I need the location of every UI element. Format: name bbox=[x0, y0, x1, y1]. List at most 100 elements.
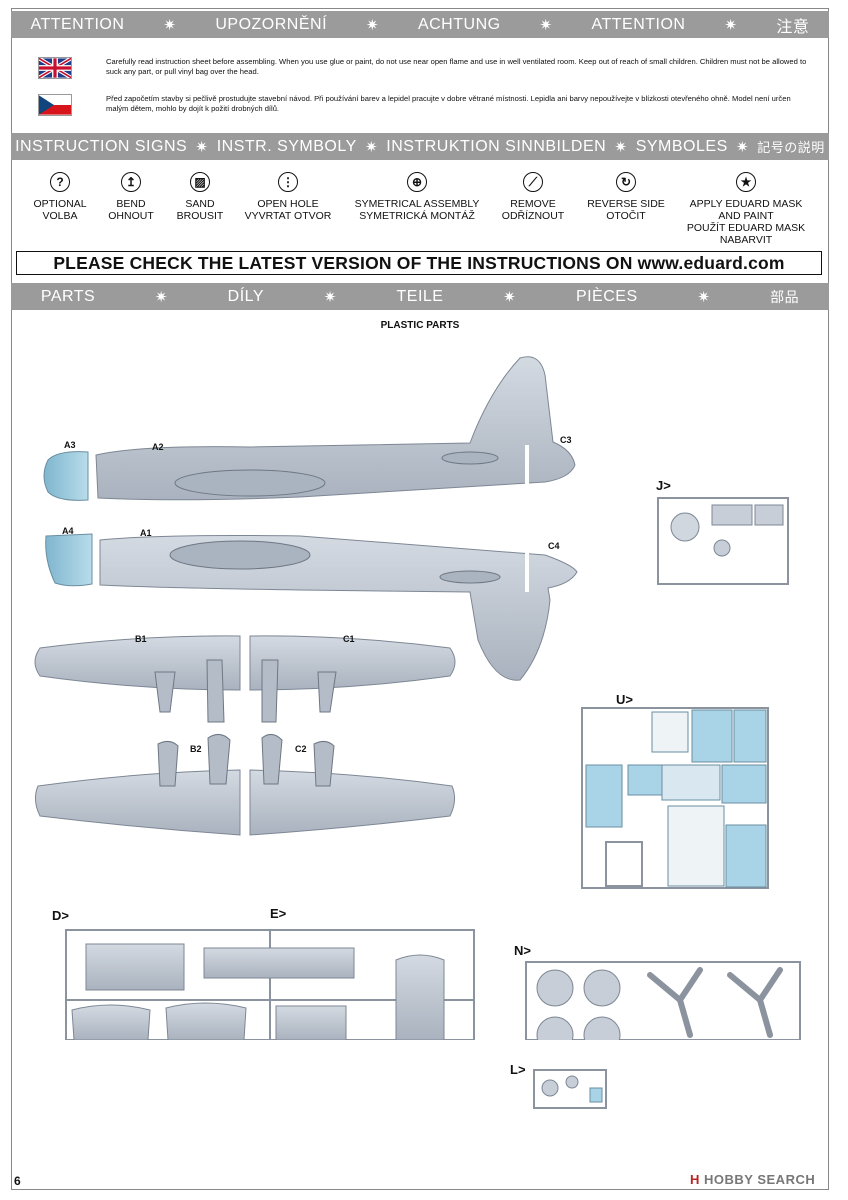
warning-text-cz: Před započetím stavby si pečlivě prostud… bbox=[106, 94, 791, 113]
separator-icon: ✷ bbox=[503, 288, 517, 306]
cz-flag-icon bbox=[38, 94, 72, 116]
sprue-l-part bbox=[565, 1075, 579, 1089]
part-a2-fuselage bbox=[95, 356, 576, 501]
sprue-u-part bbox=[627, 764, 663, 796]
wing-root-fairing bbox=[174, 469, 326, 497]
attention-cz: UPOZORNĚNÍ bbox=[215, 15, 328, 33]
question-icon: ? bbox=[50, 172, 70, 192]
sprue-l-drawing bbox=[533, 1069, 607, 1109]
page-frame bbox=[11, 8, 829, 1190]
mask-icon: ★ bbox=[736, 172, 756, 192]
sprue-e-part bbox=[203, 947, 355, 979]
sprue-j-part bbox=[670, 512, 700, 542]
check-latest-notice: PLEASE CHECK THE LATEST VERSION OF THE I… bbox=[16, 251, 822, 275]
separator-icon: ✷ bbox=[539, 16, 553, 34]
separator-icon: ✷ bbox=[163, 16, 177, 34]
sprue-j-frame bbox=[657, 497, 789, 585]
sprue-l-part bbox=[541, 1079, 559, 1097]
sprue-n-frame bbox=[525, 961, 801, 1040]
signs-en: INSTRUCTION SIGNS bbox=[15, 137, 188, 155]
separator-icon: ✷ bbox=[323, 288, 337, 306]
warning-text-en: Carefully read instruction sheet before … bbox=[106, 57, 807, 76]
sprue-j-part bbox=[754, 504, 784, 526]
sign-sand: ▨ SAND BROUSIT bbox=[165, 172, 235, 222]
separator-icon: ✷ bbox=[697, 288, 711, 306]
watermark-text: HOBBY SEARCH bbox=[704, 1172, 816, 1187]
wheel-part bbox=[536, 1016, 574, 1040]
sprue-label-n: N> bbox=[514, 943, 531, 958]
sign-bend: ↥ BEND OHNOUT bbox=[96, 172, 166, 222]
sprue-e-part bbox=[275, 1005, 347, 1040]
sign-label: SAND bbox=[185, 198, 215, 210]
sprue-u-part bbox=[651, 711, 689, 753]
reverse-side-icon: ↻ bbox=[616, 172, 636, 192]
label-c3: C3 bbox=[560, 435, 572, 445]
part-a3-nose bbox=[43, 451, 89, 501]
wheel-part bbox=[536, 969, 574, 1007]
bend-icon: ↥ bbox=[121, 172, 141, 192]
sign-label: ODŘÍZNOUT bbox=[501, 210, 565, 222]
engine-nacelle bbox=[157, 734, 335, 787]
sign-label: NABARVIT bbox=[719, 234, 773, 246]
part-b2-wing bbox=[34, 769, 241, 836]
separator-icon: ✷ bbox=[195, 138, 209, 156]
signs-cz: INSTR. SYMBOLY bbox=[216, 137, 357, 155]
instruction-signs: ? OPTIONAL VOLBA ↥ BEND OHNOUT ▨ SAND BR… bbox=[11, 172, 829, 246]
sign-reverse: ↻ REVERSE SIDE OTOČIT bbox=[578, 172, 674, 222]
sprue-j-part bbox=[713, 539, 731, 557]
sign-label: VOLBA bbox=[42, 210, 78, 222]
sprue-u-part bbox=[721, 764, 767, 804]
label-c4: C4 bbox=[548, 541, 560, 551]
attention-en: ATTENTION bbox=[30, 15, 125, 33]
uk-flag-icon bbox=[38, 57, 72, 79]
sign-symmetrical: ⊕ SYMETRICAL ASSEMBLY SYMETRICKÁ MONTÁŽ bbox=[349, 172, 485, 222]
parts-de: TEILE bbox=[396, 287, 444, 305]
warning-cz: Před započetím stavby si pečlivě prostud… bbox=[38, 94, 808, 116]
sign-label: REMOVE bbox=[510, 198, 556, 210]
sprue-label-j: J> bbox=[656, 478, 671, 493]
sprue-u-part bbox=[667, 805, 725, 887]
signs-de: INSTRUKTION SINNBILDEN bbox=[386, 137, 607, 155]
parts-cz: DÍLY bbox=[227, 287, 265, 305]
label-c2: C2 bbox=[295, 744, 307, 754]
wheel-part bbox=[583, 1016, 621, 1040]
parts-bar: PARTS ✷ DÍLY ✷ TEILE ✷ PIÈCES ✷ 部品 bbox=[11, 283, 829, 310]
attention-de: ACHTUNG bbox=[417, 15, 501, 33]
sign-open-hole: ⋮ OPEN HOLE VYVRTAT OTVOR bbox=[238, 172, 338, 222]
label-a3: A3 bbox=[64, 440, 76, 450]
sign-label: POUŽÍT EDUARD MASK bbox=[686, 222, 806, 234]
plastic-parts-title: PLASTIC PARTS bbox=[380, 320, 460, 331]
sign-label: OPTIONAL bbox=[33, 198, 87, 210]
sprue-u-frame bbox=[581, 707, 769, 889]
sign-remove: ⟋ REMOVE ODŘÍZNOUT bbox=[493, 172, 573, 222]
sprue-u-part bbox=[725, 824, 767, 888]
tailplane-root bbox=[439, 570, 501, 584]
separator-icon: ✷ bbox=[614, 138, 628, 156]
sprue-l-frame bbox=[533, 1069, 607, 1109]
label-a1: A1 bbox=[140, 528, 152, 538]
remove-icon: ⟋ bbox=[523, 172, 543, 192]
sign-label: BROUSIT bbox=[176, 210, 224, 222]
parts-jp: 部品 bbox=[770, 288, 800, 305]
part-c1-wing bbox=[249, 635, 456, 691]
parts-en: PARTS bbox=[40, 287, 96, 305]
tailplane-root bbox=[441, 451, 499, 465]
watermark-logo-icon: H bbox=[690, 1172, 700, 1187]
part-c2-wing bbox=[249, 769, 456, 836]
label-c1: C1 bbox=[343, 634, 355, 644]
sign-label: VYVRTAT OTVOR bbox=[244, 210, 332, 222]
sign-label: AND PAINT bbox=[718, 210, 774, 222]
instruction-signs-bar: INSTRUCTION SIGNS ✷ INSTR. SYMBOLY ✷ INS… bbox=[11, 133, 829, 160]
part-a4-nose bbox=[45, 533, 93, 587]
label-b1: B1 bbox=[135, 634, 147, 644]
sprue-u-frame bbox=[605, 841, 643, 887]
open-hole-icon: ⋮ bbox=[278, 172, 298, 192]
separator-icon: ✷ bbox=[364, 138, 379, 156]
sign-label: OTOČIT bbox=[606, 210, 646, 222]
propeller-part bbox=[647, 967, 783, 1038]
signs-jp: 記号の説明 bbox=[757, 140, 825, 155]
separator-icon: ✷ bbox=[735, 138, 750, 156]
sign-label: BEND bbox=[116, 198, 146, 210]
sign-optional: ? OPTIONAL VOLBA bbox=[25, 172, 95, 222]
sprue-label-e: E> bbox=[270, 906, 287, 921]
